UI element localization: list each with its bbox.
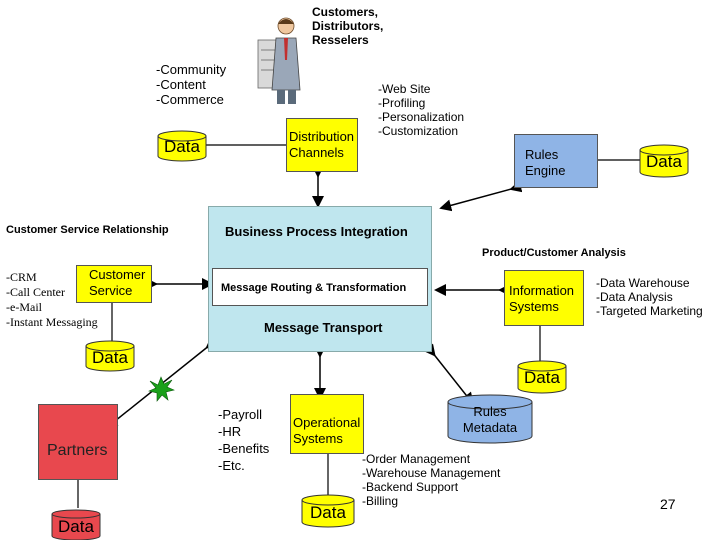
data-store-middle-right: Data xyxy=(524,368,560,387)
operational-systems-box: Operational Systems xyxy=(290,394,364,454)
firewall-star-icon xyxy=(148,376,175,402)
product-customer-analysis-label: Product/Customer Analysis xyxy=(482,247,626,259)
customers-label: Customers, Distributors, Resselers xyxy=(312,5,384,47)
bpi-title: Business Process Integration xyxy=(225,224,408,239)
order-list: -Order Management -Warehouse Management … xyxy=(362,452,501,508)
community-list: -Community -Content -Commerce xyxy=(156,62,227,107)
message-routing-box: Message Routing & Transformation xyxy=(212,268,428,306)
information-systems-box: Information Systems xyxy=(504,270,584,326)
partners-box: Partners xyxy=(38,404,118,480)
data-store-bottom-center: Data xyxy=(310,503,346,522)
message-transport-label: Message Transport xyxy=(264,320,383,335)
rules-engine-box: Rules Engine xyxy=(514,134,598,188)
crm-list: -CRM -Call Center -e-Mail -Instant Messa… xyxy=(6,270,98,329)
data-store-middle-left: Data xyxy=(92,348,128,367)
customer-service-box: Customer Service xyxy=(76,265,152,303)
customer-service-relationship-label: Customer Service Relationship xyxy=(6,224,169,236)
data-store-top-right: Data xyxy=(646,152,682,171)
payroll-list: -Payroll -HR -Benefits -Etc. xyxy=(218,407,270,473)
arrow-rules-bpi xyxy=(439,180,523,212)
rules-metadata-store: Rules Metadata xyxy=(462,404,518,435)
data-store-top-left: Data xyxy=(164,137,200,156)
page-number: 27 xyxy=(660,496,676,512)
web-features-list: -Web Site -Profiling -Personalization -C… xyxy=(378,82,465,138)
data-store-partners: Data xyxy=(58,517,94,536)
warehouse-list: -Data Warehouse -Data Analysis -Targeted… xyxy=(596,276,703,318)
distribution-channels-box: Distribution Channels xyxy=(286,118,358,172)
arrow-bpi-metadata xyxy=(423,343,474,405)
